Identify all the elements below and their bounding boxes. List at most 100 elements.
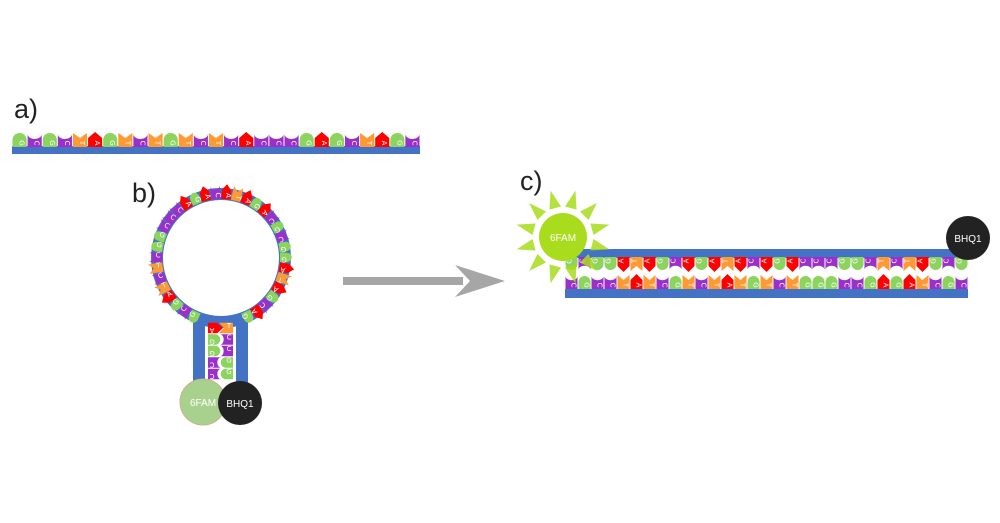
base-letter: A bbox=[726, 283, 734, 288]
base-shape bbox=[695, 276, 708, 289]
base-shape bbox=[942, 257, 955, 270]
base-letter: G bbox=[18, 140, 26, 145]
base-T: T bbox=[148, 133, 163, 147]
base-shape bbox=[825, 276, 838, 289]
base-shape bbox=[405, 134, 420, 147]
base-shape bbox=[279, 252, 292, 263]
sun-ray bbox=[549, 190, 562, 210]
base-letter: A bbox=[735, 258, 743, 263]
base-letter: T bbox=[154, 140, 162, 146]
base-G: G bbox=[12, 132, 27, 147]
base-G: G bbox=[42, 132, 57, 147]
base-G: G bbox=[299, 132, 314, 147]
base-shape bbox=[565, 276, 578, 289]
base-C: C bbox=[57, 134, 72, 147]
base-letter: G bbox=[804, 282, 812, 287]
base-shape bbox=[148, 133, 163, 147]
base-letter: G bbox=[752, 282, 760, 287]
base-shape bbox=[161, 209, 178, 226]
base-letter: G bbox=[281, 255, 287, 263]
base-A: A bbox=[161, 289, 177, 303]
base-T: T bbox=[154, 281, 171, 297]
base-letter: C bbox=[826, 258, 834, 263]
base-T: T bbox=[178, 133, 193, 147]
base-C: C bbox=[133, 134, 148, 147]
base-letter: C bbox=[227, 334, 232, 342]
base-letter: G bbox=[265, 293, 274, 303]
base-C: C bbox=[168, 201, 185, 218]
base-shape bbox=[163, 132, 178, 147]
base-letter: C bbox=[813, 258, 821, 263]
base-G: G bbox=[208, 334, 221, 346]
base-A: A bbox=[314, 132, 329, 147]
base-T: T bbox=[219, 322, 233, 334]
base-T: T bbox=[617, 275, 630, 289]
base-letter: G bbox=[696, 258, 704, 263]
base-C: C bbox=[929, 276, 942, 289]
base-shape bbox=[903, 257, 916, 271]
base-letter: A bbox=[917, 258, 925, 263]
base-C: C bbox=[344, 134, 360, 147]
sun-burst-icon bbox=[516, 190, 610, 284]
top-backbone bbox=[565, 249, 968, 258]
base-T: T bbox=[682, 275, 695, 289]
base-letter: A bbox=[244, 141, 252, 146]
base-shape bbox=[929, 276, 942, 289]
base-letter: A bbox=[93, 141, 101, 146]
base-C: C bbox=[656, 276, 669, 289]
base-shape bbox=[929, 257, 942, 270]
base-shape bbox=[133, 134, 148, 147]
base-letter: T bbox=[648, 282, 656, 288]
base-shape bbox=[12, 132, 27, 147]
base-C: C bbox=[405, 134, 420, 147]
base-shape bbox=[224, 134, 239, 147]
base-C: C bbox=[258, 297, 275, 314]
base-letter: C bbox=[596, 283, 604, 288]
panel-a-label: a) bbox=[14, 94, 39, 124]
base-T: T bbox=[786, 275, 799, 289]
base-shape bbox=[257, 203, 271, 218]
base-shape bbox=[180, 195, 193, 212]
base-shape bbox=[955, 276, 968, 289]
base-letter: G bbox=[774, 258, 782, 263]
base-A: A bbox=[903, 274, 916, 289]
base-letter: T bbox=[226, 322, 232, 330]
base-shape bbox=[864, 257, 877, 270]
base-shape bbox=[154, 231, 167, 243]
base-letter: G bbox=[158, 230, 166, 239]
base-letter: T bbox=[155, 261, 162, 270]
base-shape bbox=[838, 257, 851, 270]
base-letter: G bbox=[252, 202, 262, 211]
base-T: T bbox=[877, 257, 890, 271]
sun-ray bbox=[579, 203, 597, 221]
base-T: T bbox=[643, 275, 656, 289]
base-shape bbox=[210, 185, 221, 200]
base-shape bbox=[630, 274, 643, 289]
base-letter: C bbox=[661, 283, 669, 288]
base-A: A bbox=[221, 184, 232, 200]
base-letter: C bbox=[229, 141, 237, 146]
base-shape bbox=[208, 357, 221, 368]
base-shape bbox=[161, 289, 177, 303]
base-shape bbox=[747, 276, 760, 289]
sun-ray bbox=[590, 238, 610, 251]
base-C: C bbox=[208, 357, 221, 369]
base-G: G bbox=[747, 276, 760, 289]
base-shape bbox=[188, 309, 201, 323]
base-letter: A bbox=[761, 258, 769, 263]
base-C: C bbox=[264, 209, 281, 225]
base-T: T bbox=[230, 186, 244, 202]
base-shape bbox=[890, 276, 903, 289]
base-letter: A bbox=[280, 265, 286, 274]
base-shape bbox=[220, 345, 233, 357]
base-T: T bbox=[734, 275, 747, 289]
base-A: A bbox=[257, 203, 271, 218]
base-letter: G bbox=[592, 258, 600, 263]
base-shape bbox=[360, 133, 375, 147]
base-shape bbox=[643, 257, 656, 272]
arrow-shaft bbox=[343, 277, 463, 285]
base-C: C bbox=[604, 276, 617, 289]
base-shape bbox=[760, 257, 773, 272]
hybridized-duplex: GCCGGCGCATTAATGCCGATGCATTAATCGATGCATCGCG… bbox=[516, 190, 990, 298]
